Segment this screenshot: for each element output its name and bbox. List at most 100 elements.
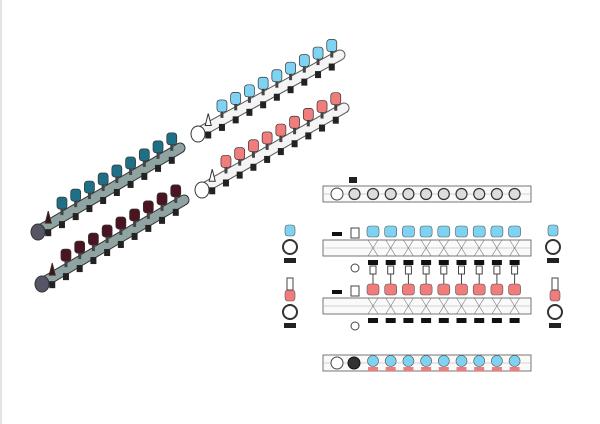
outlet-nut	[319, 124, 326, 132]
valve-knob	[261, 131, 273, 145]
valve-knob	[230, 92, 242, 105]
valve-body	[438, 239, 450, 257]
port-circle	[455, 187, 468, 201]
end-port	[330, 356, 344, 370]
flow-meter-cap	[458, 265, 465, 275]
bottom-view-manifold	[322, 354, 532, 372]
side-flow-meter	[286, 277, 294, 291]
outlet-nut	[90, 257, 97, 265]
outlet-nut	[332, 116, 339, 124]
outlet-nut	[315, 71, 322, 79]
side-nut	[547, 258, 559, 263]
outlet-nut	[113, 188, 120, 196]
valve-body	[491, 239, 503, 257]
manifold-bar	[35, 143, 185, 235]
outlet-nut	[385, 260, 396, 265]
front-view-supply-manifold	[322, 225, 532, 273]
valve-knob	[508, 283, 521, 296]
outlet-nut	[273, 93, 280, 101]
iso-supply-manifold	[190, 39, 346, 143]
outlet-nut	[141, 172, 148, 180]
outlet-nut	[368, 318, 378, 323]
manifold-bar	[199, 103, 349, 193]
valve-body	[491, 297, 503, 315]
outlet-nut	[168, 156, 175, 164]
outlet-nut	[72, 213, 79, 221]
flow-meter-cap	[422, 265, 430, 275]
valve-body	[367, 239, 379, 257]
end-fitting	[34, 275, 50, 293]
iso-supply-manifold-dark	[30, 132, 186, 241]
outlet-nut	[159, 216, 166, 224]
valve-knob	[56, 196, 68, 210]
outlet-nut	[218, 123, 225, 131]
flow-meter-cap	[493, 265, 501, 275]
port-circle	[384, 187, 397, 201]
valve-knob	[285, 61, 296, 75]
port-circle	[366, 187, 380, 201]
side-knob	[547, 224, 559, 237]
valve-knob	[88, 232, 99, 246]
side-nut	[549, 323, 561, 328]
valve-knob	[170, 184, 182, 198]
valve-knob	[490, 283, 504, 296]
side-nut	[284, 258, 296, 263]
outlet-nut	[305, 132, 312, 140]
outlet-nut	[205, 131, 212, 139]
supply-port	[455, 355, 468, 367]
end-port	[330, 187, 344, 201]
air-vent	[350, 227, 360, 239]
outlet-nut	[76, 265, 83, 273]
valve-body	[367, 297, 379, 315]
iso-return-manifold-dark	[34, 184, 190, 293]
outlet-nut	[45, 229, 52, 237]
outlet-nut	[117, 240, 124, 248]
return-port	[421, 367, 432, 371]
side-flow-meter	[551, 277, 559, 291]
port-circle	[402, 187, 415, 201]
outlet-nut	[222, 179, 229, 187]
manifold-bar	[39, 195, 189, 287]
valve-knob	[366, 283, 380, 296]
valve-knob	[472, 225, 486, 238]
outlet-nut	[456, 318, 467, 323]
flow-meter-cap	[404, 265, 412, 275]
outlet-nut	[403, 260, 414, 265]
outlet-nut	[509, 260, 520, 265]
valve-body	[385, 297, 396, 315]
valve-knob	[166, 132, 178, 146]
valve-knob	[220, 155, 232, 168]
outlet-nut	[104, 249, 111, 257]
valve-knob	[275, 123, 287, 137]
return-port	[491, 367, 502, 371]
return-port	[474, 367, 485, 371]
end-fitting	[30, 223, 46, 241]
side-knob	[549, 289, 561, 302]
outlet-nut	[246, 108, 253, 116]
valve-knob	[125, 156, 136, 170]
valve-knob	[419, 283, 433, 296]
side-body	[282, 304, 298, 320]
valve-knob	[244, 84, 255, 98]
valve-knob	[302, 108, 314, 121]
outlet-nut	[491, 318, 502, 323]
valve-knob	[437, 283, 451, 296]
return-port	[368, 367, 378, 371]
return-port	[509, 367, 520, 371]
outlet-nut	[328, 63, 335, 71]
return-port	[403, 367, 414, 371]
outlet-nut	[131, 232, 138, 240]
outlet-nut	[277, 148, 284, 156]
valve-knob	[437, 225, 451, 238]
valve-knob	[60, 248, 72, 262]
vent-valve	[204, 113, 212, 126]
port-circle	[508, 187, 521, 201]
side-knob	[284, 224, 296, 237]
port-circle	[490, 187, 503, 201]
return-port	[456, 367, 467, 371]
port-circle	[348, 187, 361, 201]
outlet-nut	[62, 273, 69, 281]
outlet-nut	[509, 318, 520, 323]
side-body	[547, 304, 563, 320]
valve-knob	[316, 100, 328, 113]
